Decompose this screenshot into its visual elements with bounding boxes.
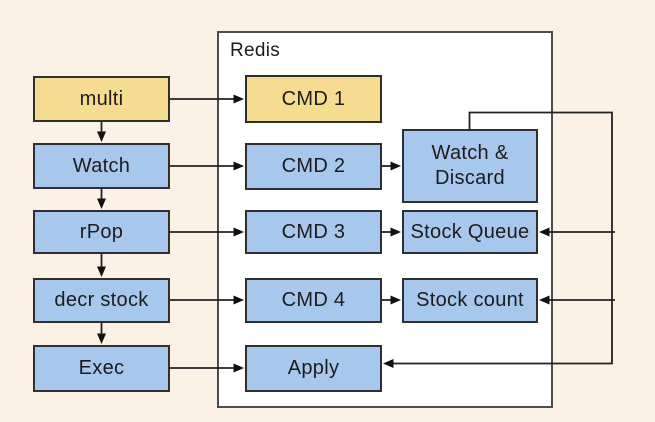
node-decr-stock: decr stock bbox=[33, 278, 170, 323]
node-stock-queue: Stock Queue bbox=[402, 210, 538, 254]
node-stock-count: Stock count bbox=[402, 278, 538, 323]
node-watch-discard: Watch & Discard bbox=[402, 129, 538, 203]
node-stock-queue-label: Stock Queue bbox=[410, 220, 530, 243]
node-cmd1: CMD 1 bbox=[245, 75, 382, 123]
node-watch: Watch bbox=[33, 143, 170, 189]
node-cmd3-label: CMD 3 bbox=[281, 220, 346, 243]
node-multi: multi bbox=[33, 76, 170, 122]
node-cmd4: CMD 4 bbox=[245, 278, 382, 323]
node-watch-label: Watch bbox=[72, 154, 131, 177]
arrow-multi-to-watch bbox=[97, 122, 106, 142]
node-apply: Apply bbox=[245, 345, 382, 392]
redis-container-title: Redis bbox=[230, 40, 281, 61]
node-cmd1-label: CMD 1 bbox=[281, 87, 346, 110]
node-stock-count-label: Stock count bbox=[416, 289, 524, 311]
arrow-rpop-to-decr-stock bbox=[97, 254, 106, 277]
node-cmd2: CMD 2 bbox=[245, 143, 382, 190]
node-multi-label: multi bbox=[79, 87, 124, 110]
node-cmd4-label: CMD 4 bbox=[281, 289, 346, 311]
arrow-watch-to-rpop bbox=[97, 189, 106, 209]
node-cmd2-label: CMD 2 bbox=[281, 155, 346, 177]
node-rpop-label: rPop bbox=[79, 220, 124, 243]
node-exec: Exec bbox=[33, 345, 170, 392]
node-watch-discard-line2: Discard bbox=[435, 167, 505, 189]
node-cmd3: CMD 3 bbox=[245, 210, 382, 254]
node-apply-label: Apply bbox=[287, 357, 340, 379]
node-rpop: rPop bbox=[33, 210, 170, 254]
node-watch-discard-line1: Watch & bbox=[431, 142, 509, 164]
node-decr-stock-label: decr stock bbox=[54, 289, 149, 311]
arrow-decr-stock-to-exec bbox=[97, 323, 106, 344]
node-exec-label: Exec bbox=[78, 357, 125, 379]
